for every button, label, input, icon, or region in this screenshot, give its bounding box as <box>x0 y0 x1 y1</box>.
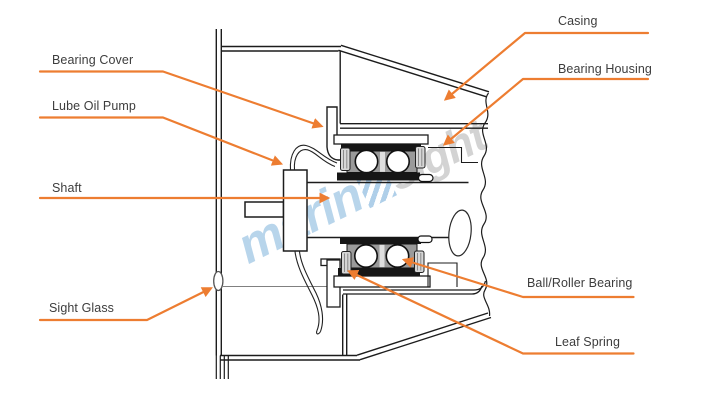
bearing-ball <box>353 244 378 269</box>
casing-outline <box>221 44 490 129</box>
label-casing: Casing <box>558 14 598 28</box>
label-leaf-spring: Leaf Spring <box>555 335 621 349</box>
lower-ball-bearing <box>338 235 433 276</box>
bearing-ball <box>354 149 379 174</box>
leaf-spring-element <box>341 250 425 275</box>
label-sight-glass: Sight Glass <box>49 301 115 315</box>
leaf-spring-element <box>340 146 426 171</box>
leader-lube-oil-pump <box>38 116 284 166</box>
sight-glass <box>213 270 224 292</box>
label-shaft: Shaft <box>52 181 82 195</box>
leader-bearing-housing <box>442 77 650 146</box>
break-blob <box>448 209 472 257</box>
leader-sight-glass <box>38 287 213 322</box>
label-bearing-cover: Bearing Cover <box>52 53 134 67</box>
lube-oil-pump-body <box>244 169 308 252</box>
upper-ball-bearing <box>337 143 434 183</box>
label-bearing-housing: Bearing Housing <box>558 62 652 76</box>
leader-ball-roller-bearing <box>401 257 635 299</box>
leader-casing <box>443 31 650 101</box>
shaft-lines <box>307 181 469 239</box>
locating-tab <box>417 173 434 183</box>
base-plate <box>220 280 492 361</box>
oil-pipe-lower <box>294 251 324 335</box>
leader-bearing-cover <box>38 70 324 129</box>
label-lube-oil-pump: Lube Oil Pump <box>52 99 136 113</box>
leader-leaf-spring <box>347 270 635 355</box>
machine-wall <box>215 29 229 379</box>
oil-pipe-upper <box>289 144 338 171</box>
bearing-ball <box>385 149 410 174</box>
bearing-ball <box>385 244 410 269</box>
label-ball-roller-bearing: Ball/Roller Bearing <box>527 276 633 290</box>
break-line <box>480 92 491 317</box>
locating-tab <box>417 235 433 244</box>
